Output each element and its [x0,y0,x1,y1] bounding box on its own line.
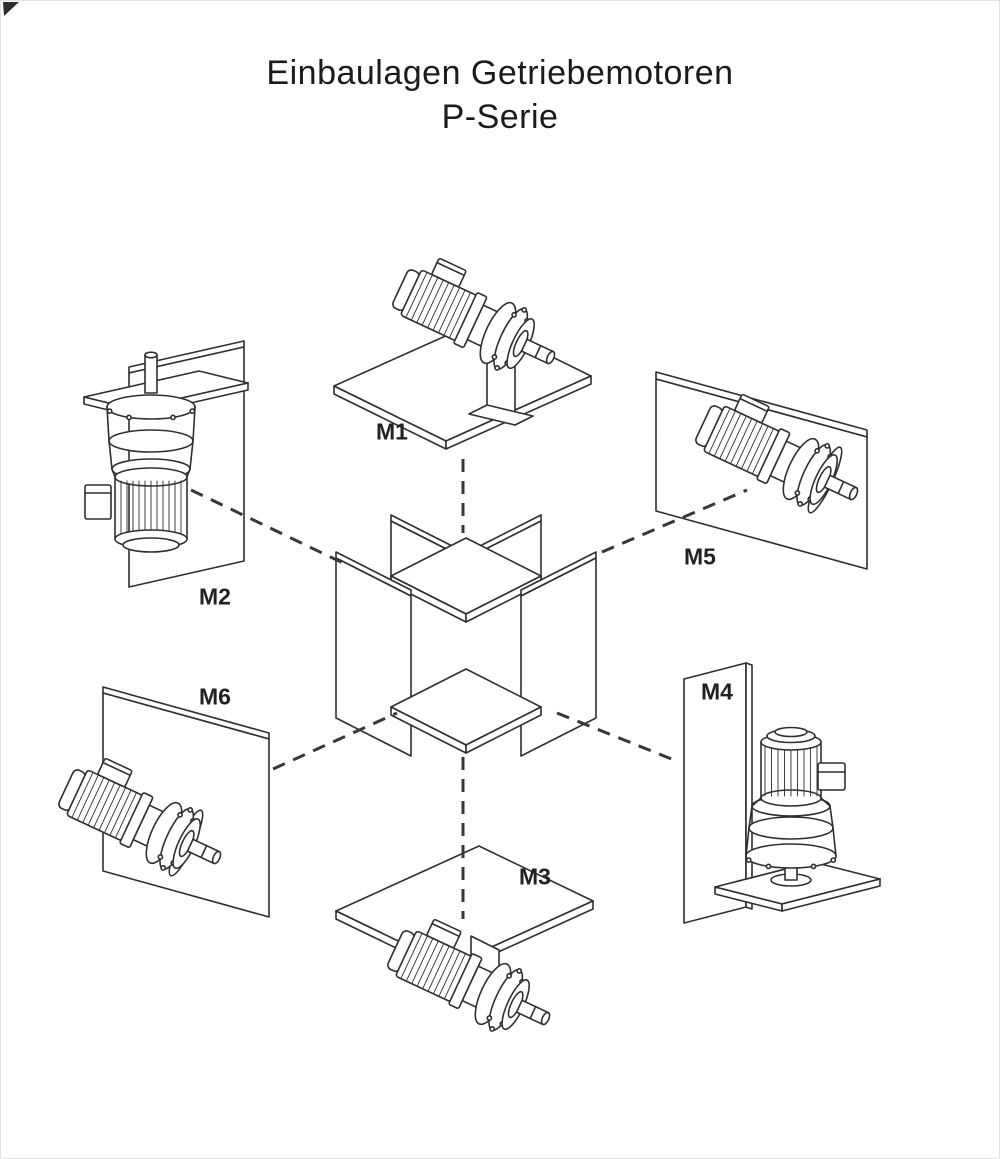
dashed-connector-m2 [190,488,346,566]
title-line-2: P-Serie [441,98,559,136]
title-line-1: Einbaulagen Getriebemotoren [266,54,734,92]
position-label-m4: M4 [701,678,733,705]
dashed-connectors [190,459,748,919]
gearmotor-m2-illustration [83,340,249,588]
dashed-connector-m6 [272,711,398,771]
gearmotor-m1-illustration [333,247,592,450]
mounting-cube [335,514,597,757]
position-label-m6: M6 [199,683,231,710]
diagram-title: Einbaulagen Getriebemotoren P-Serie [1,51,999,139]
scan-artifact [3,2,19,16]
m3-mounting-plate [335,845,594,967]
position-label-m2: M2 [199,583,231,610]
gearmotor-m6-illustration [50,686,270,918]
position-label-m1: M1 [376,418,408,445]
position-label-m3: M3 [519,863,551,890]
gearmotor-m4-illustration [683,662,881,924]
gearmotor-m3-illustration [335,845,594,1052]
dashed-connector-m5 [601,488,748,554]
position-label-m5: M5 [684,543,716,570]
gearmotor-m5-illustration [655,371,876,570]
cube-bottom-plate [390,668,542,746]
